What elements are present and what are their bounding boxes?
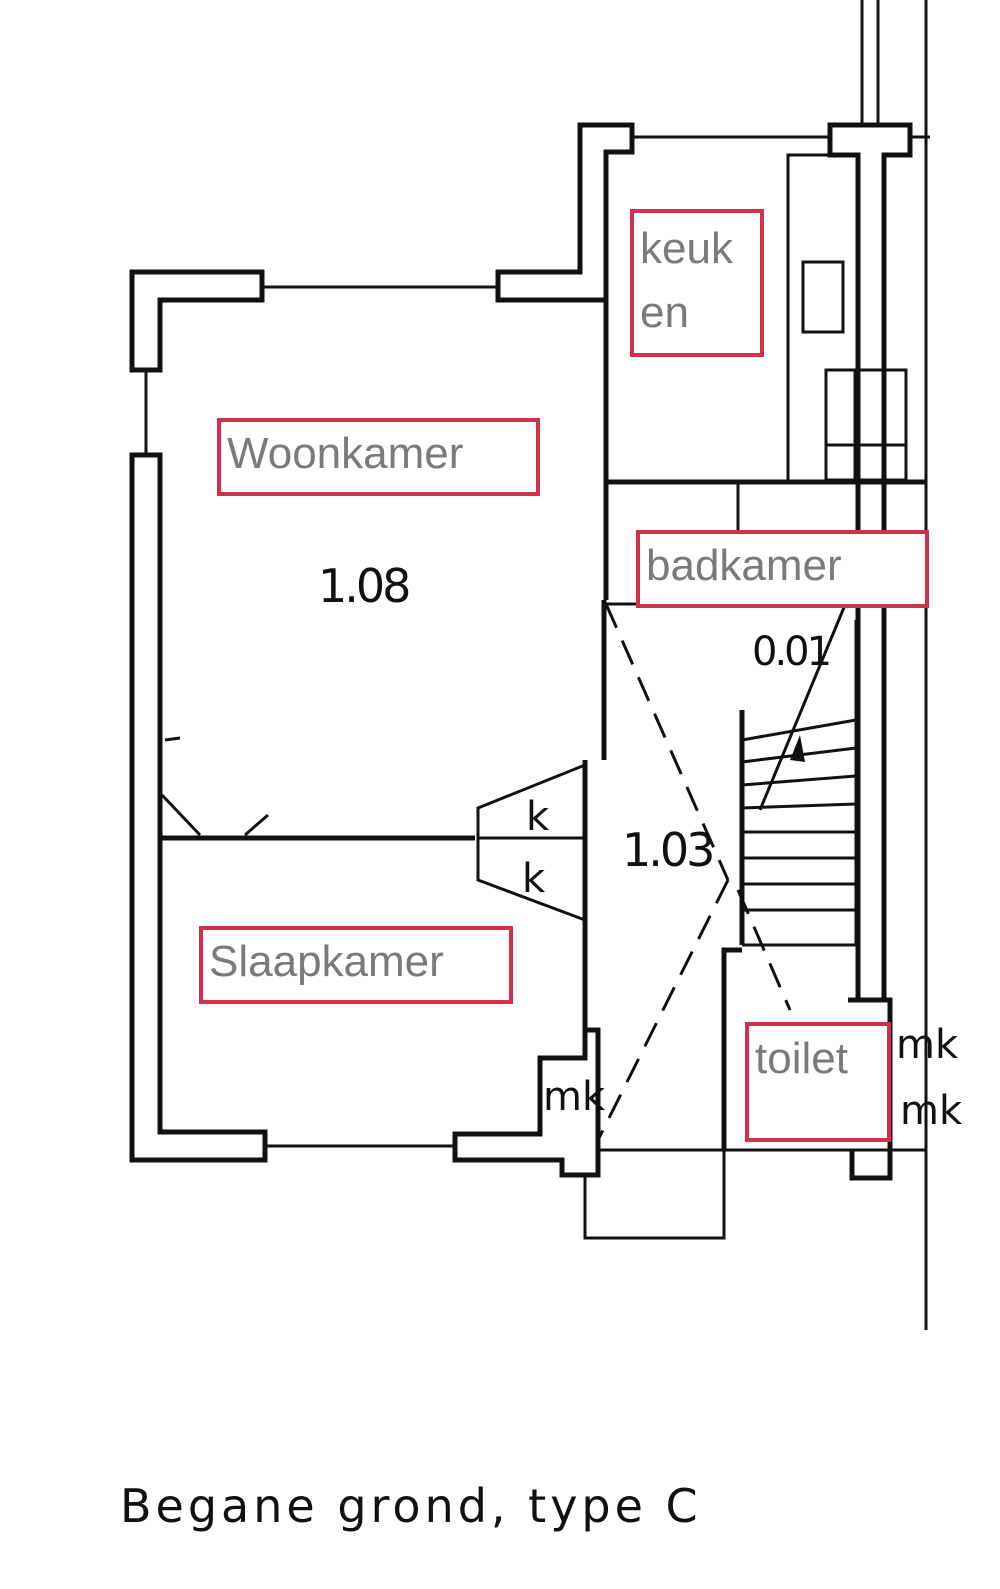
door-swing-3 — [736, 889, 792, 1011]
kitchen-cabinet — [824, 368, 908, 482]
room-number-stair: 0.01 — [752, 629, 829, 675]
stair-walkline — [758, 604, 847, 811]
wall-north-step — [495, 122, 635, 303]
label-keuken-line1: keuk — [640, 224, 733, 273]
plan-caption: Begane grond, type C — [120, 1479, 702, 1533]
label-badkamer: badkamer — [636, 530, 929, 608]
door-arc-bedroom — [160, 736, 269, 837]
cupboard-mark-lower: k — [522, 856, 546, 902]
kitchen-sink — [801, 260, 845, 334]
label-keuken: keuk en — [630, 209, 764, 357]
meter-cupboard-mark-east-2: mk — [900, 1088, 963, 1134]
kitchen-counter — [786, 153, 858, 480]
label-toilet: toilet — [745, 1022, 891, 1142]
cupboard-mark-upper: k — [526, 794, 550, 840]
room-number-living: 1.08 — [318, 559, 409, 613]
room-number-hall: 1.03 — [622, 823, 712, 877]
meter-cupboard-mark-east-1: mk — [896, 1022, 959, 1068]
label-woonkamer: Woonkamer — [217, 418, 540, 496]
wall-west-upper — [129, 269, 265, 373]
wall-mk-west — [452, 1027, 601, 1178]
stair-wall-east — [742, 620, 858, 947]
door-swing-2 — [596, 879, 730, 1141]
wall-mk-east — [848, 997, 893, 1181]
meter-cupboard-mark-west: mk — [543, 1074, 606, 1120]
stair-arrow — [790, 735, 805, 762]
porch — [583, 1150, 726, 1240]
label-keuken-line2: en — [640, 288, 689, 337]
wall-west — [129, 452, 268, 1163]
wall-toilet — [721, 947, 742, 1150]
door-swing-1 — [604, 603, 730, 881]
label-slaapkamer: Slaapkamer — [199, 926, 513, 1004]
